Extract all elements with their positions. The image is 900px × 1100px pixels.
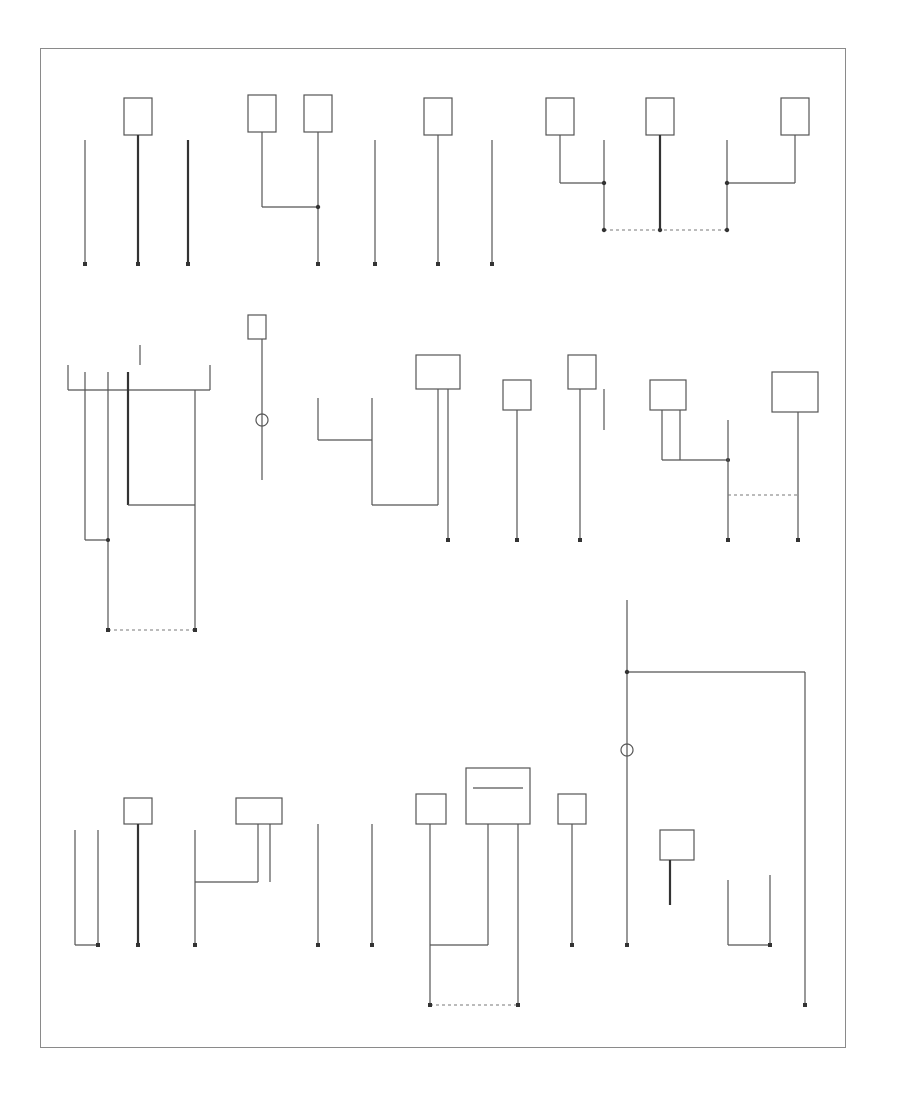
row-1-components [83, 94, 810, 266]
row-2-components [67, 314, 819, 632]
diagram-frame [40, 48, 846, 1048]
row-3-components [74, 600, 807, 1007]
component-box [247, 94, 277, 133]
component-box [780, 97, 810, 136]
component-box [123, 97, 153, 136]
component-box [545, 97, 575, 136]
component-box [303, 94, 333, 133]
component-box [645, 97, 675, 136]
component-box [423, 97, 453, 136]
